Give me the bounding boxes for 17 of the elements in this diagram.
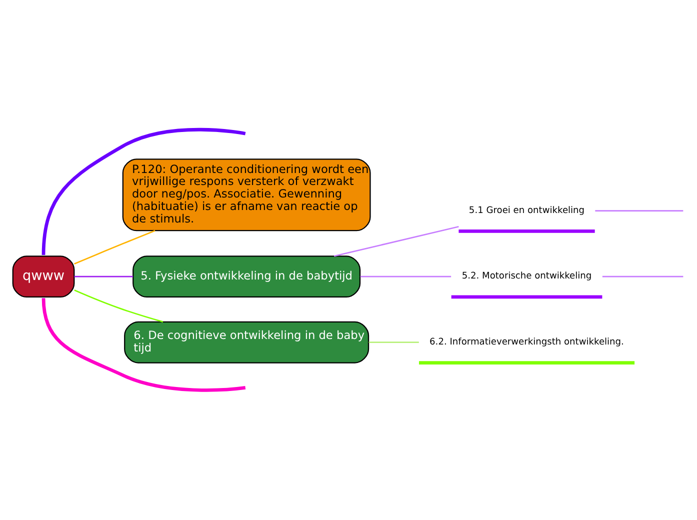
node-box: 5. Fysieke ontwikkeling in de babytijd bbox=[132, 256, 361, 298]
node-text: 6.2. Informatieverwerkingsth ontwikkeling. bbox=[430, 338, 624, 348]
connector bbox=[74, 290, 164, 322]
connector bbox=[360, 276, 452, 278]
connector bbox=[74, 230, 156, 265]
connector bbox=[602, 276, 684, 278]
node-box: 6. De cognitieve ontwikkeling in de baby tijd bbox=[124, 321, 370, 364]
connector bbox=[595, 210, 684, 212]
connector bbox=[42, 298, 246, 392]
connector bbox=[368, 342, 419, 344]
node-box: P.120: Operante conditionering wordt een vrijwillige respons versterk of verzwakt door neg/pos. Associatie. Gewenning (habituatie) is er afname van reactie op de stimuls. bbox=[122, 158, 371, 232]
connector bbox=[74, 276, 133, 278]
node-box: qwww bbox=[12, 256, 75, 298]
connector bbox=[334, 226, 459, 257]
connector bbox=[42, 128, 246, 256]
node-text: 5.1 Groei en ontwikkeling bbox=[468, 206, 585, 216]
node-text: 5.2. Motorische ontwikkeling bbox=[462, 272, 592, 282]
